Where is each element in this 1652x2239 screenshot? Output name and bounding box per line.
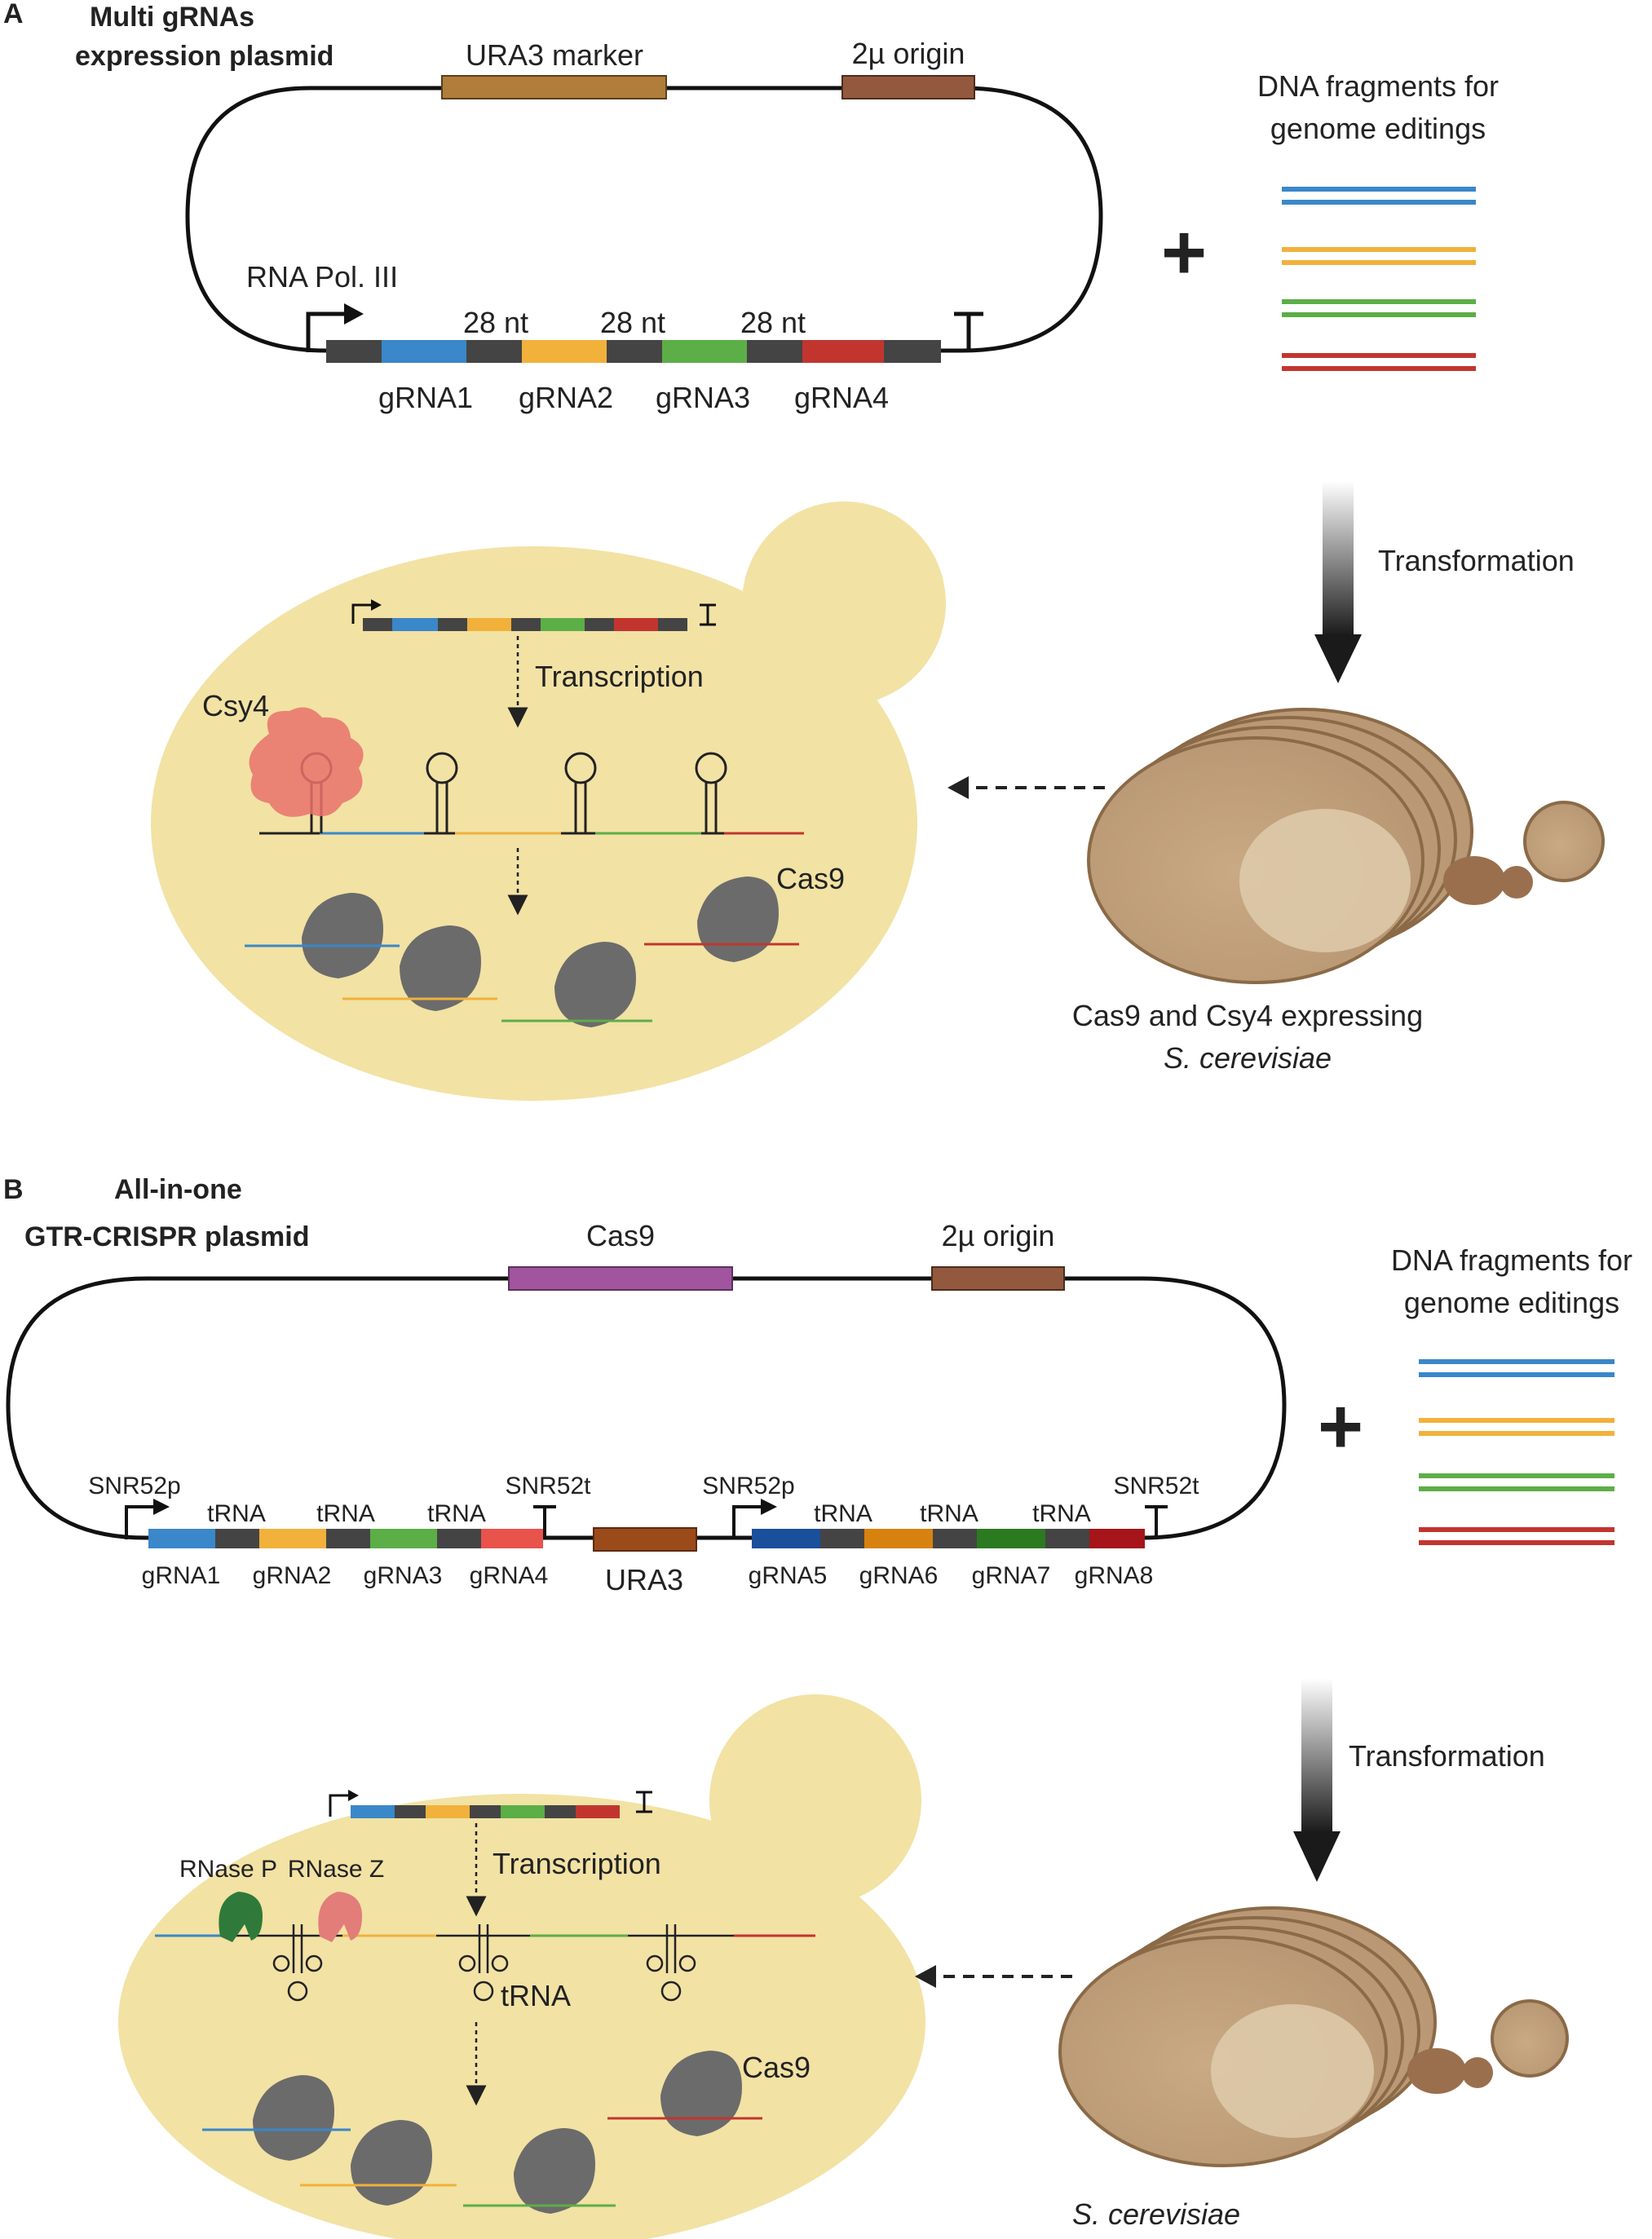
trna-label-5: tRNA <box>920 1500 978 1527</box>
trna-center-label: tRNA <box>501 1979 571 2012</box>
grna-a-label-1: gRNA1 <box>378 381 473 414</box>
origin-segment-a <box>841 75 975 99</box>
rna-trna-b <box>155 1924 815 2002</box>
transformation-arrow-b-shaft <box>1301 1678 1332 1833</box>
plasmid-a-backbone <box>185 86 1103 353</box>
snr52p-label-2: SNR52p <box>702 1473 794 1499</box>
trna-label-6: tRNA <box>1032 1500 1091 1527</box>
trna-label-4: tRNA <box>814 1500 872 1527</box>
transformation-label-b: Transformation <box>1349 1739 1545 1773</box>
promoter-arrowhead-b1 <box>153 1499 170 1515</box>
origin-label-b: 2µ origin <box>942 1219 1055 1252</box>
snr52t-label-1: SNR52t <box>505 1473 591 1499</box>
ura3-segment-b <box>593 1527 697 1552</box>
panel-b-title-line2: GTR-CRISPR plasmid <box>24 1221 309 1252</box>
grna-a-label-2: gRNA2 <box>519 381 613 414</box>
rnase-z-icon <box>318 1892 362 1942</box>
grna-b-label-1: gRNA1 <box>142 1562 221 1589</box>
panel-b-letter: B <box>3 1174 24 1205</box>
snr52p-label-1: SNR52p <box>88 1473 180 1499</box>
cas9-label-b: Cas9 <box>742 2051 811 2084</box>
grna-a-label-4: gRNA4 <box>794 381 889 414</box>
origin-segment-b <box>931 1266 1065 1291</box>
regulatory-elements-b <box>125 1505 1168 1539</box>
grna-b-label-4: gRNA4 <box>470 1562 549 1589</box>
yeast-stack-b <box>1058 1906 1569 2167</box>
transcription-label-a: Transcription <box>535 660 704 693</box>
cas9-label-a: Cas9 <box>776 862 845 895</box>
transformation-arrow-b-head <box>1293 1831 1341 1882</box>
cas9-complexes-a <box>245 877 799 1027</box>
plasmid-b-backbone <box>6 1276 1287 1540</box>
grna-b-label-7: gRNA7 <box>972 1562 1051 1589</box>
mini-array-b <box>329 1790 652 1818</box>
fragments-b-line1: DNA fragments for <box>1391 1243 1632 1277</box>
cas9-complexes-b <box>202 2051 762 2214</box>
fragments-a-line2: genome editings <box>1270 112 1486 145</box>
cas9-gene-label: Cas9 <box>586 1219 655 1252</box>
panel-a-title-line2: expression plasmid <box>75 41 333 72</box>
grna-b-label-3: gRNA3 <box>364 1562 443 1589</box>
spacer-label-3: 28 nt <box>740 306 806 339</box>
grna-array-b2 <box>752 1529 1145 1548</box>
rna-pol-label: RNA Pol. III <box>246 260 398 294</box>
transformation-arrow-a-head <box>1314 634 1362 683</box>
ura3-marker-label: URA3 marker <box>466 38 643 72</box>
cell-a-label-line1: Cas9 and Csy4 expressing <box>1072 999 1423 1032</box>
rnase-z-label: RNase Z <box>288 1856 384 1883</box>
promoter-arrowhead-b2 <box>761 1499 777 1515</box>
grna-b-label-8: gRNA8 <box>1075 1562 1154 1589</box>
grna-array-b1 <box>148 1529 543 1548</box>
terminator-a <box>954 311 983 352</box>
dna-fragments-a <box>1282 187 1476 371</box>
cell-b-label: S. cerevisiae <box>1072 2197 1240 2231</box>
ura3-label-b: URA3 <box>605 1563 683 1596</box>
spacer-label-2: 28 nt <box>600 306 665 339</box>
transformation-label-a: Transformation <box>1378 544 1575 577</box>
panel-b-title-line1: All-in-one <box>114 1174 242 1205</box>
csy4-protein-icon <box>249 707 364 817</box>
delivery-arrowhead-b <box>915 1965 936 1988</box>
csy4-label: Csy4 <box>202 689 269 722</box>
snr52t-label-2: SNR52t <box>1113 1473 1199 1499</box>
fragments-b-line2: genome editings <box>1404 1286 1619 1319</box>
promoter-arrow-a <box>306 311 347 352</box>
dna-fragments-b <box>1419 1359 1614 1545</box>
panel-a-letter: A <box>3 0 24 29</box>
panel-a-title-line1: Multi gRNAs <box>90 2 254 33</box>
transcription-label-b: Transcription <box>493 1847 661 1880</box>
yeast-stack-a <box>1087 708 1605 984</box>
grna-b-label-2: gRNA2 <box>253 1562 332 1589</box>
origin-label-a: 2µ origin <box>852 37 965 70</box>
ura3-marker-segment <box>441 75 667 99</box>
plus-sign-b: + <box>1318 1383 1363 1470</box>
cas9-gene-segment <box>508 1266 733 1291</box>
grna-b-label-5: gRNA5 <box>749 1562 828 1589</box>
grna-array-a <box>326 340 941 363</box>
fragments-a-line1: DNA fragments for <box>1257 69 1499 103</box>
trna-label-2: tRNA <box>316 1500 375 1527</box>
grna-b-label-6: gRNA6 <box>859 1562 939 1589</box>
trna-label-3: tRNA <box>427 1500 486 1527</box>
trna-label-1: tRNA <box>207 1500 266 1527</box>
cell-a-label-line2: S. cerevisiae <box>1164 1041 1332 1075</box>
delivery-arrowhead-a <box>947 776 969 799</box>
transformation-arrow-a-shaft <box>1323 481 1354 636</box>
promoter-arrowhead-a <box>344 303 364 325</box>
plus-sign-a: + <box>1161 209 1207 296</box>
grna-a-label-3: gRNA3 <box>656 381 750 414</box>
mini-array-a <box>351 599 716 631</box>
spacer-label-1: 28 nt <box>463 306 528 339</box>
rnase-p-icon <box>219 1892 263 1942</box>
rnase-p-label: RNase P <box>179 1856 277 1883</box>
